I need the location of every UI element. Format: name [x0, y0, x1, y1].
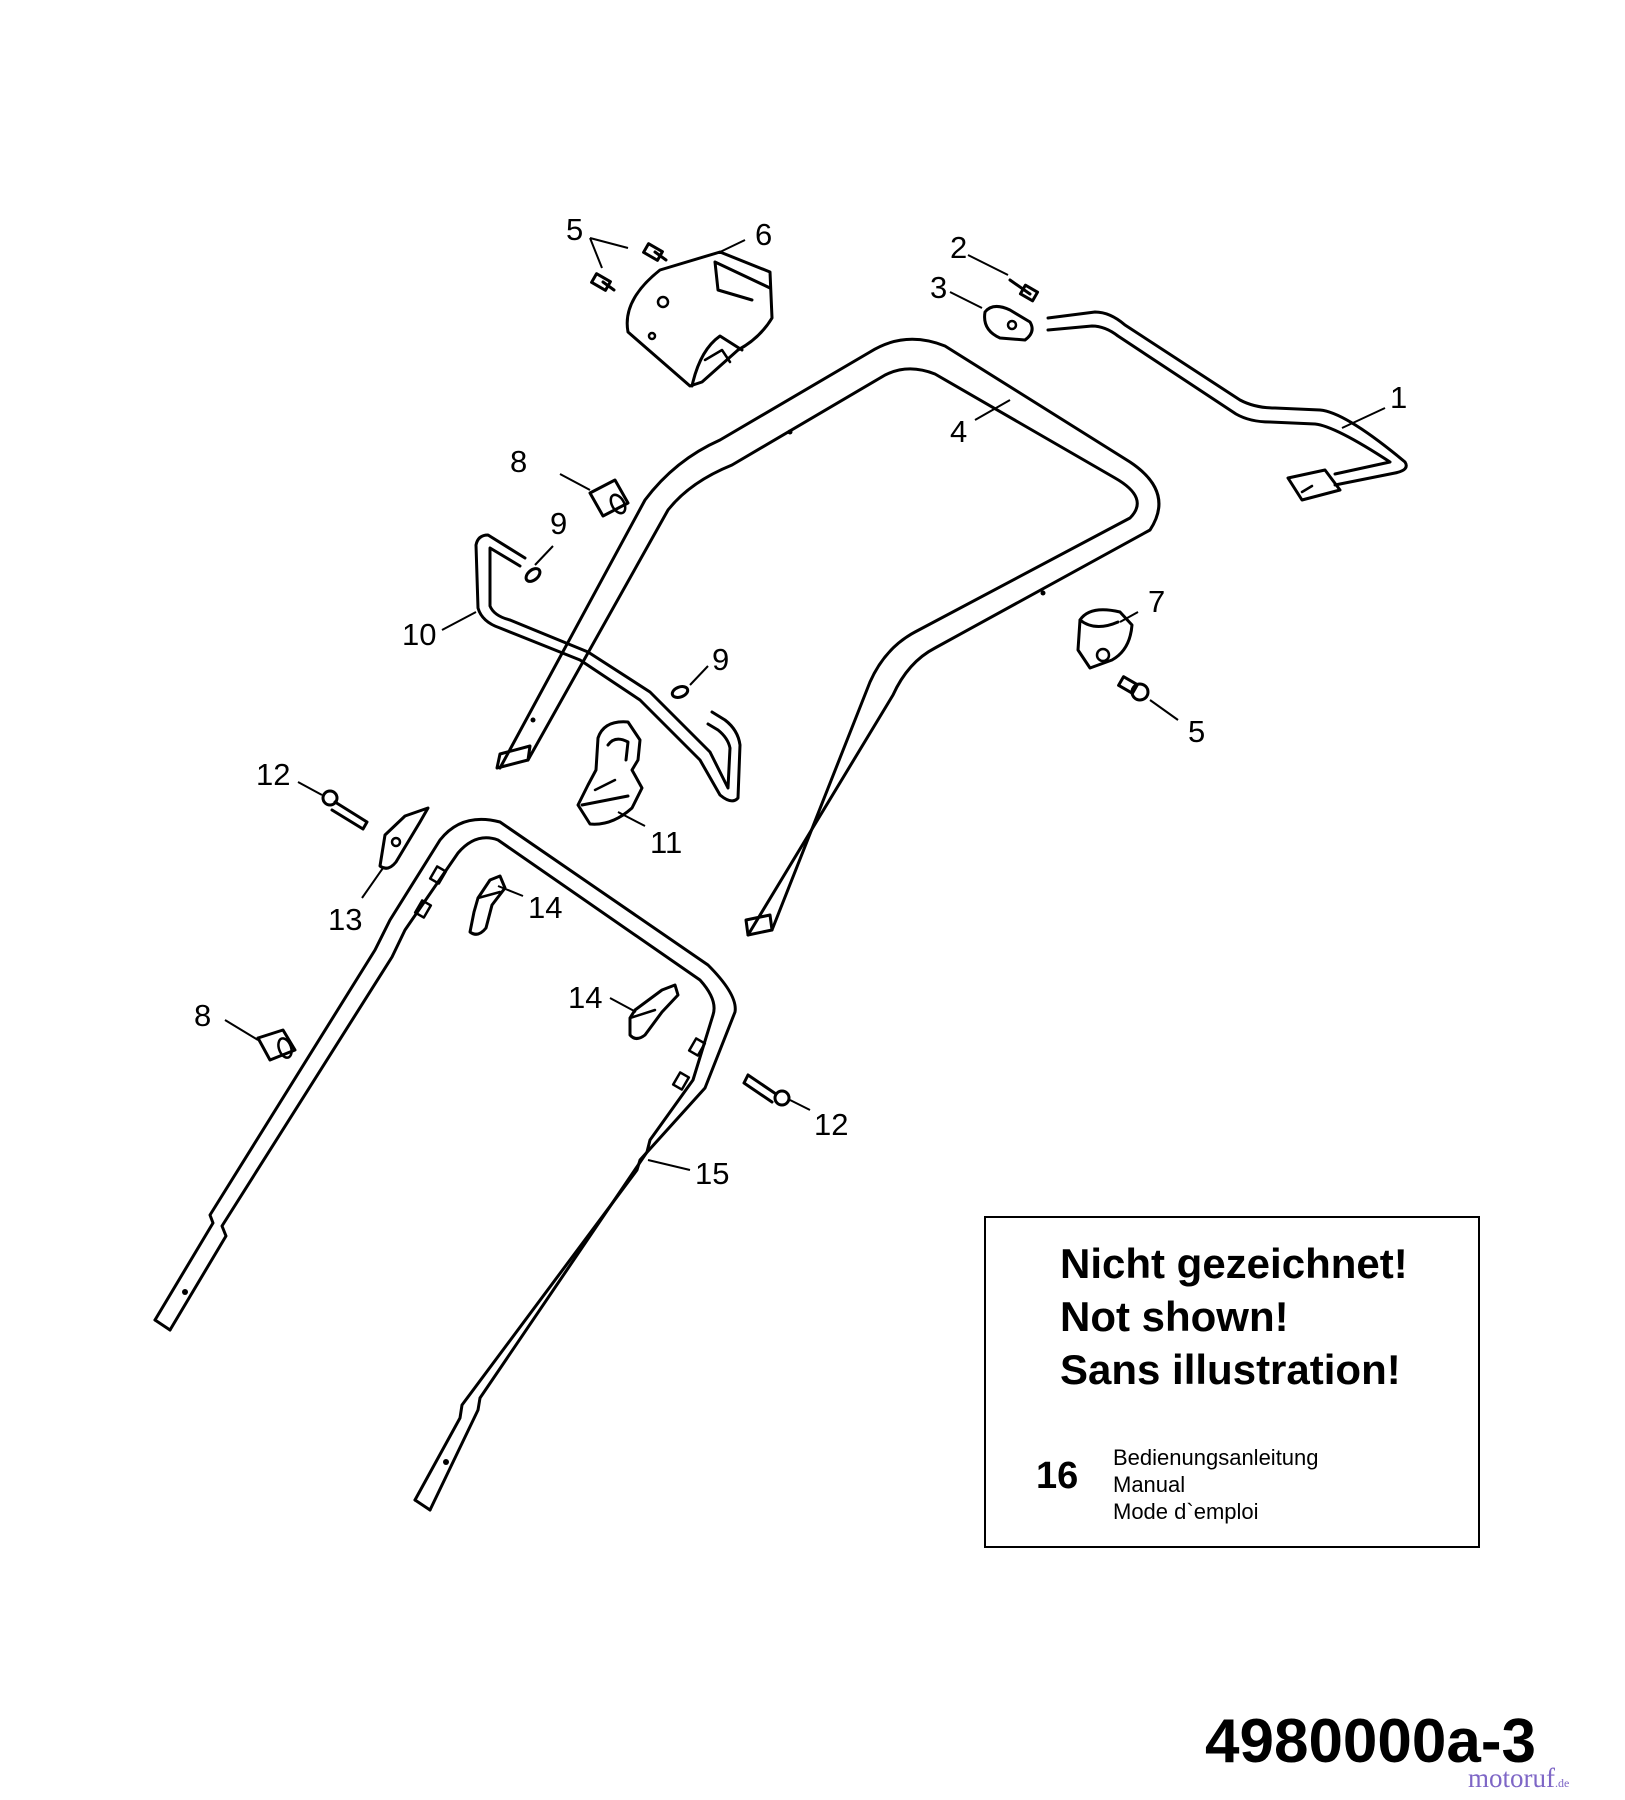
wing-nut-part-14-top: [468, 874, 507, 936]
screw-part-2: [1008, 278, 1040, 303]
callout-3: 3: [930, 270, 947, 305]
drawing-number: 4980000a-3: [1205, 1707, 1536, 1776]
callout-14-top: 14: [528, 890, 562, 925]
note-line-french: Sans illustration!: [1060, 1346, 1401, 1393]
wing-nut-part-14-bottom: [628, 983, 680, 1040]
callout-1: 1: [1390, 380, 1407, 415]
note-item-english: Manual: [1113, 1472, 1186, 1497]
leader-lines: [224, 237, 1386, 1171]
plug-part-8-top: [588, 478, 630, 518]
watermark-text: motoruf: [1468, 1763, 1555, 1793]
callout-8-bottom: 8: [194, 998, 211, 1033]
wire-rod-part-10: [474, 533, 742, 803]
washer-part-9-mid: [670, 685, 690, 699]
callout-12-left: 12: [256, 757, 290, 792]
note-line-english: Not shown!: [1060, 1293, 1289, 1340]
callout-2: 2: [950, 230, 967, 265]
control-bail-part-1: [1046, 310, 1408, 502]
watermark-suffix: .de: [1555, 1776, 1570, 1790]
callout-7: 7: [1148, 584, 1165, 619]
not-shown-note-box: Nicht gezeichnet! Not shown! Sans illust…: [984, 1216, 1480, 1548]
note-item-german: Bedienungsanleitung: [1113, 1445, 1319, 1470]
note-item-number: 16: [1036, 1455, 1079, 1497]
callout-9-top: 9: [550, 506, 567, 541]
upper-handle-part-4: [495, 337, 1161, 937]
clip-part-3: [983, 305, 1034, 342]
callout-4: 4: [950, 414, 967, 449]
callout-13: 13: [328, 902, 362, 937]
callout-14-bottom: 14: [568, 980, 602, 1015]
note-line-german: Nicht gezeichnet!: [1060, 1240, 1408, 1287]
callout-5-top: 5: [566, 212, 583, 247]
callout-10: 10: [402, 617, 436, 652]
screw-part-5-top: [590, 242, 668, 292]
callout-8-top: 8: [510, 444, 527, 479]
bolt-part-12-right: [742, 1073, 791, 1107]
note-item-french: Mode d`emploi: [1113, 1499, 1259, 1524]
callout-15: 15: [695, 1156, 729, 1191]
callout-6: 6: [755, 217, 772, 252]
lower-handle-part-15: [153, 817, 737, 1512]
clip-part-7: [1076, 608, 1134, 670]
bolt-part-12-left: [321, 789, 369, 831]
bracket-part-13: [378, 806, 430, 870]
watermark-logo: motoruf.de: [1468, 1763, 1569, 1794]
callout-9-mid: 9: [712, 642, 729, 677]
screw-part-5-right: [1117, 675, 1150, 702]
callout-11: 11: [650, 825, 682, 860]
washer-part-9-top: [524, 567, 542, 583]
housing-part-6: [625, 250, 774, 388]
callout-5-right: 5: [1188, 714, 1205, 749]
plug-part-8-bottom: [256, 1028, 297, 1062]
cable-clamp-part-11: [576, 720, 644, 826]
callout-12-right: 12: [814, 1107, 848, 1142]
